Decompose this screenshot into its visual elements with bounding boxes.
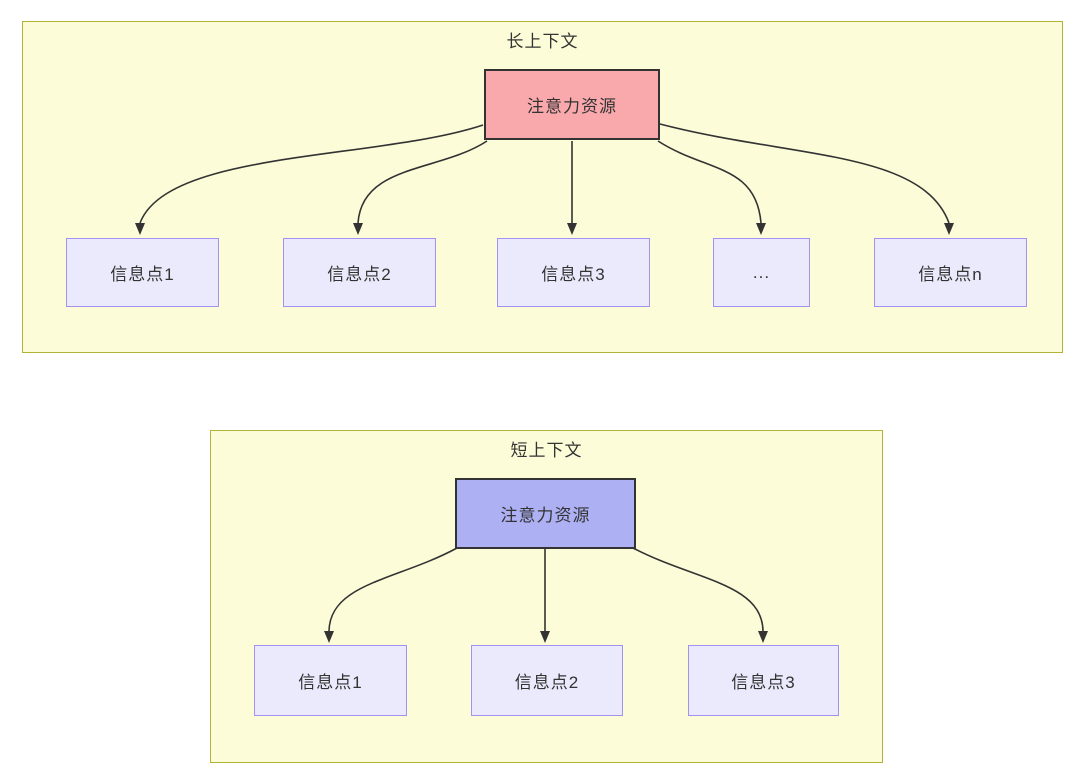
long-context-info-box-1: 信息点1 <box>66 238 219 307</box>
short-context-info-box-2: 信息点2 <box>471 645 623 716</box>
long-context-title: 长上下文 <box>506 32 579 51</box>
long-context-info-box-3: 信息点3 <box>497 238 650 307</box>
short-context-info-box-1: 信息点1 <box>254 645 407 716</box>
long-context-info-box-2: 信息点2 <box>283 238 436 307</box>
long-context-info-box-n: 信息点n <box>874 238 1027 307</box>
short-context-container: 短上下文 注意力资源 信息点1 信息点2 信息点3 <box>210 430 883 763</box>
short-context-title: 短上下文 <box>510 441 583 460</box>
long-context-info-box-ellipsis: ... <box>713 238 810 307</box>
short-context-attention-box: 注意力资源 <box>455 478 636 549</box>
long-context-attention-box: 注意力资源 <box>484 69 660 140</box>
long-context-container: 长上下文 注意力资源 信息点1 信息点2 信息点3 ... 信息点n <box>22 21 1063 353</box>
short-context-info-box-3: 信息点3 <box>688 645 839 716</box>
